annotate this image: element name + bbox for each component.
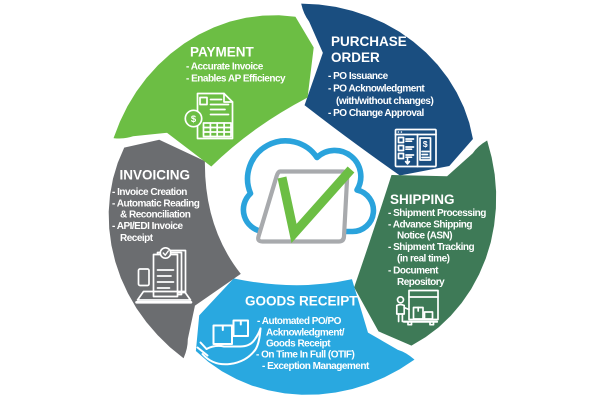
goods-receipt-item: - Automated PO/PO <box>257 316 342 327</box>
shipping-item: - Advance Shipping <box>388 220 472 231</box>
purchase-order-item: - PO Acknowledgment <box>328 84 425 95</box>
payment-item: - Accurate Invoice <box>186 62 264 73</box>
goods-receipt-title: GOODS RECEIPT <box>245 294 358 309</box>
hand-holding-boxes-icon <box>196 319 262 366</box>
payment-item: - Enables AP Efficiency <box>186 74 286 85</box>
shipping-item: - Shipment Processing <box>388 208 486 219</box>
purchase-order-item: - PO Change Approval <box>328 108 424 119</box>
invoice-dollar-icon: $ <box>184 92 234 140</box>
purchase-order-item: (with/without changes) <box>336 96 433 107</box>
shipping-item: - Document <box>388 266 439 277</box>
shipping-item: Repository <box>397 277 445 288</box>
blade-purchase-order <box>301 3 473 176</box>
shipping-item: (in real time) <box>397 254 450 265</box>
po-dollar-glyph: $ <box>423 139 428 149</box>
shipping-item: Notice (ASN) <box>397 231 452 242</box>
invoicing-item: - Automatic Reading <box>112 199 200 210</box>
laptop-invoice-icon <box>135 246 193 304</box>
goods-receipt-item: Goods Receipt <box>266 339 331 350</box>
invoicing-item: Receipt <box>120 233 154 244</box>
purchase-order-title: ORDER <box>331 50 380 65</box>
invoicing-title: INVOICING <box>120 168 191 183</box>
cloud-check-icon <box>240 138 377 244</box>
checkmark-icon <box>277 166 355 244</box>
goods-receipt-item: Acknowledgment/ <box>266 328 345 339</box>
blade-payment <box>113 15 314 167</box>
shipping-item: - Shipment Tracking <box>388 242 474 253</box>
blade-shipping <box>354 140 497 346</box>
cloud-icon <box>240 138 377 235</box>
purchase-order-item: - PO Issuance <box>328 71 389 82</box>
invoicing-item: - API/EDI Invoice <box>112 221 184 232</box>
shipping-title: SHIPPING <box>390 192 455 207</box>
purchase-order-title: PURCHASE <box>331 34 407 49</box>
invoicing-item: - Invoice Creation <box>112 187 187 198</box>
blade-goods-receipt <box>195 278 415 395</box>
segment-labels: PURCHASE ORDER - PO Issuance - PO Acknow… <box>112 34 487 372</box>
order-form-icon: $ <box>394 128 437 168</box>
invoicing-item: & Reconciliation <box>120 210 191 221</box>
delivery-loading-icon <box>395 289 439 326</box>
goods-receipt-item: - On Time In Full (OTIF) <box>256 350 355 361</box>
payment-title: PAYMENT <box>190 45 255 60</box>
payment-dollar-glyph: $ <box>191 114 197 125</box>
goods-receipt-item: - Exception Management <box>262 361 370 372</box>
